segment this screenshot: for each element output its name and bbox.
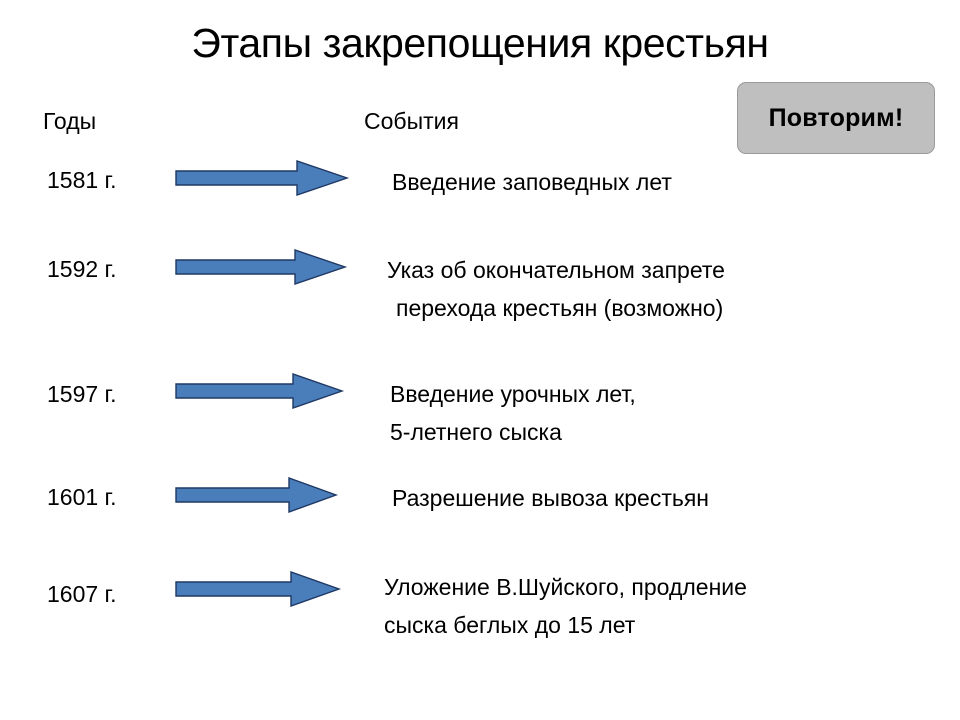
event-line: перехода крестьян (возможно)	[396, 295, 724, 321]
right-arrow-icon	[175, 571, 342, 607]
right-arrow-icon	[175, 160, 350, 196]
right-arrow-icon	[175, 477, 339, 513]
event-line: Разрешение вывоза крестьян	[392, 485, 710, 511]
event-line: Уложение В.Шуйского, продление	[384, 574, 747, 600]
right-arrow-icon	[175, 373, 345, 409]
event-line: сыска беглых до 15 лет	[384, 612, 636, 638]
event-line: 5-летнего сыска	[390, 419, 562, 445]
row-year-label: 1597 г.	[47, 381, 117, 407]
row-year-label: 1592 г.	[47, 256, 117, 282]
event-line: Введение урочных лет,	[390, 381, 636, 407]
row-event-text: Указ об окончательном запрете перехода к…	[387, 251, 725, 327]
event-line: Введение заповедных лет	[392, 169, 672, 195]
column-header-years: Годы	[43, 108, 97, 134]
row-event-text: Введение заповедных лет	[392, 163, 672, 201]
repeat-button[interactable]: Повторим!	[737, 82, 935, 154]
event-line: Указ об окончательном запрете	[387, 257, 725, 283]
right-arrow-icon	[175, 249, 348, 285]
row-event-text: Разрешение вывоза крестьян	[392, 479, 709, 517]
row-year-label: 1581 г.	[47, 167, 117, 193]
row-event-text: Введение урочных лет, 5-летнего сыска	[390, 375, 636, 451]
column-header-events: События	[364, 108, 459, 134]
row-year-label: 1607 г.	[47, 581, 117, 607]
row-event-text: Уложение В.Шуйского, продление сыска бег…	[384, 568, 747, 644]
page-title: Этапы закрепощения крестьян	[191, 20, 769, 66]
row-year-label: 1601 г.	[47, 484, 117, 510]
repeat-button-label: Повторим!	[768, 103, 904, 132]
